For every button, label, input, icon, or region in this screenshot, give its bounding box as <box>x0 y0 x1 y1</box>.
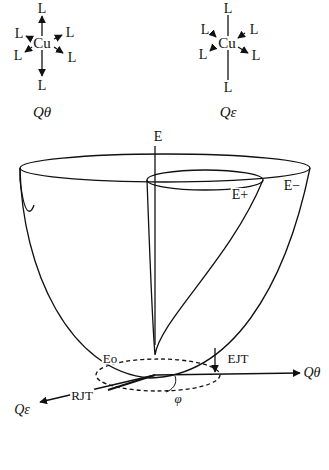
energy-label: EJT <box>227 352 250 365</box>
ligand-label: L <box>38 2 47 16</box>
radius-label: RJT <box>70 389 94 402</box>
axis-label: E <box>153 130 164 144</box>
ligand-label: L <box>68 51 77 65</box>
mode-label: Qθ <box>33 105 51 120</box>
surface-label: E+ <box>231 188 249 202</box>
ligand-label: L <box>224 81 233 95</box>
energy-label: Eo <box>102 352 118 365</box>
ligand-label: L <box>38 79 47 93</box>
potential-surface <box>20 146 310 402</box>
ligand-label: L <box>15 27 24 41</box>
ligand-label: L <box>250 23 259 37</box>
surface-label: E− <box>283 179 301 193</box>
ligand-label: L <box>199 48 208 62</box>
ligand-label: L <box>201 23 210 37</box>
mode-label: Qε <box>220 105 237 120</box>
q-theta-molecule <box>25 16 63 76</box>
axis-label: Qε <box>13 403 31 417</box>
ligand-label: L <box>224 2 233 16</box>
angle-label: φ <box>173 392 182 405</box>
ligand-label: L <box>14 49 23 63</box>
metal-label: Cu <box>218 36 236 51</box>
axis-label: Qθ <box>303 366 322 380</box>
q-epsilon-molecule <box>210 15 248 80</box>
metal-label: Cu <box>33 36 51 51</box>
ligand-label: L <box>252 49 261 63</box>
ligand-label: L <box>66 26 75 40</box>
